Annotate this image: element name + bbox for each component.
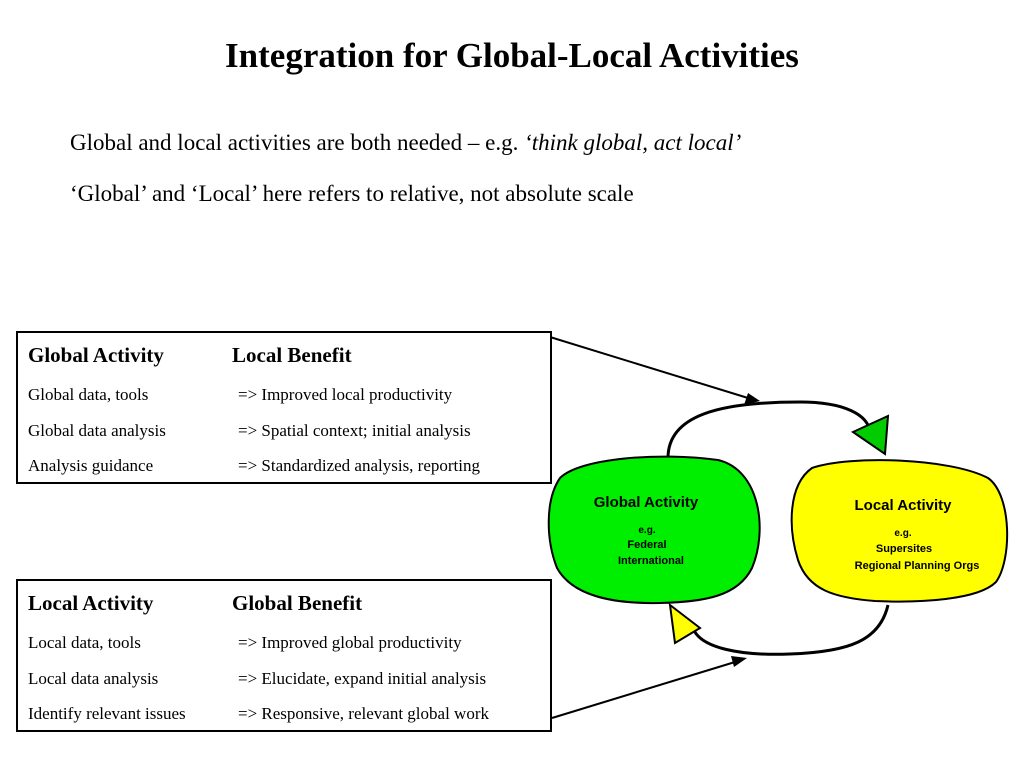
local-table-col2-header: Global Benefit	[232, 591, 363, 615]
local-row-benefit: => Responsive, relevant global work	[238, 704, 489, 723]
arrow-local-table-head	[731, 656, 747, 667]
global-row-activity: Global data analysis	[28, 421, 166, 440]
bullet-relative-scale: ‘Global’ and ‘Local’ here refers to rela…	[70, 181, 634, 206]
bullet-1-text: Global and local activities are both nee…	[70, 130, 525, 155]
global-row-benefit: => Standardized analysis, reporting	[238, 456, 481, 475]
global-row-activity: Analysis guidance	[28, 456, 154, 475]
global-table-col2-header: Local Benefit	[232, 343, 352, 367]
global-row-benefit: => Spatial context; initial analysis	[238, 421, 471, 440]
local-table-col1-header: Local Activity	[28, 591, 154, 615]
local-activity-blob	[790, 459, 1009, 603]
local-blob-line1: Supersites	[876, 543, 932, 555]
green-triangle-arrow	[850, 414, 890, 456]
local-row-activity: Identify relevant issues	[28, 704, 186, 723]
global-table-col1-header: Global Activity	[28, 343, 164, 367]
global-activity-table: Global Activity Local Benefit Global dat…	[16, 331, 552, 484]
global-blob-line1: Federal	[627, 539, 666, 551]
local-row-activity: Local data analysis	[28, 669, 159, 688]
cycle-arc-top	[666, 400, 872, 459]
local-row-benefit: => Elucidate, expand initial analysis	[238, 669, 487, 688]
local-activity-table: Local Activity Global Benefit Local data…	[16, 579, 552, 732]
global-row-benefit: => Improved local productivity	[238, 385, 453, 404]
global-activity-blob	[547, 455, 761, 605]
bullet-1-quote: ‘think global, act local’	[524, 130, 742, 155]
global-row-activity: Global data, tools	[28, 385, 149, 404]
page-title: Integration for Global-Local Activities	[225, 36, 799, 75]
local-blob-eg: e.g.	[894, 528, 911, 539]
local-blob-line2: Regional Planning Orgs	[855, 560, 980, 572]
bullet-global-local-needed: Global and local activities are both nee…	[70, 130, 741, 156]
cycle-arc-bottom	[691, 604, 890, 656]
global-blob-eg: e.g.	[638, 525, 655, 536]
global-blob-line2: International	[618, 555, 684, 567]
arrow-local-table-connector	[551, 661, 736, 719]
arrow-global-table-connector	[536, 332, 749, 399]
yellow-triangle-arrow	[668, 602, 702, 645]
local-row-activity: Local data, tools	[28, 633, 141, 652]
local-row-benefit: => Improved global productivity	[238, 633, 462, 652]
global-blob-title: Global Activity	[594, 494, 699, 511]
arrow-global-table-head	[744, 393, 760, 405]
local-blob-title: Local Activity	[855, 497, 953, 514]
